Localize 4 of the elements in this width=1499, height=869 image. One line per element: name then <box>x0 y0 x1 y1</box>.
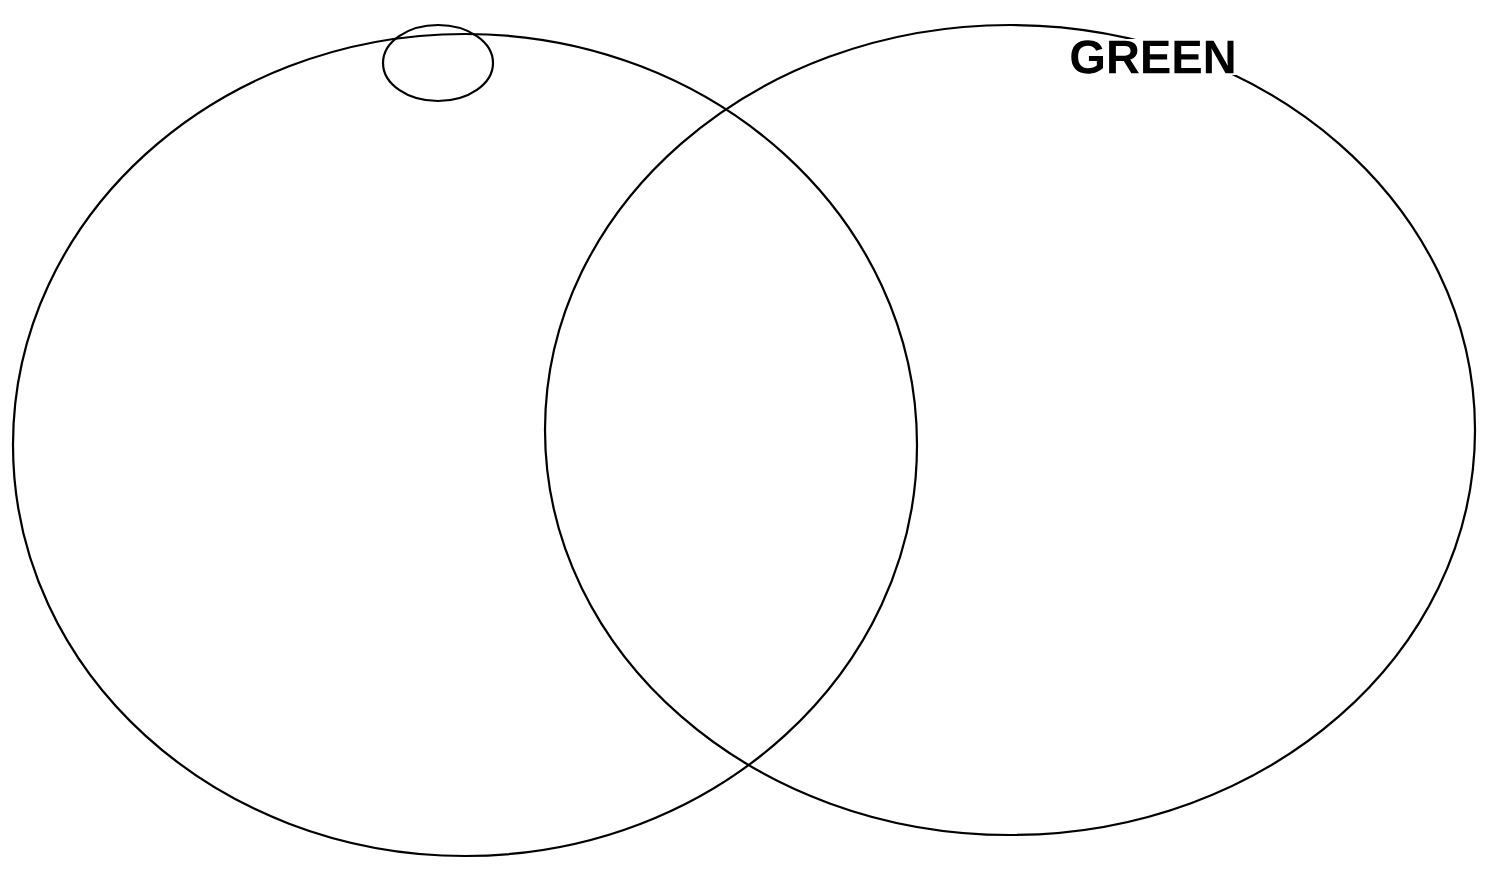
small-ellipse <box>381 23 495 103</box>
label: GREEN <box>1068 38 1239 76</box>
venn-circle <box>11 32 919 858</box>
venn-circle <box>543 23 1477 837</box>
